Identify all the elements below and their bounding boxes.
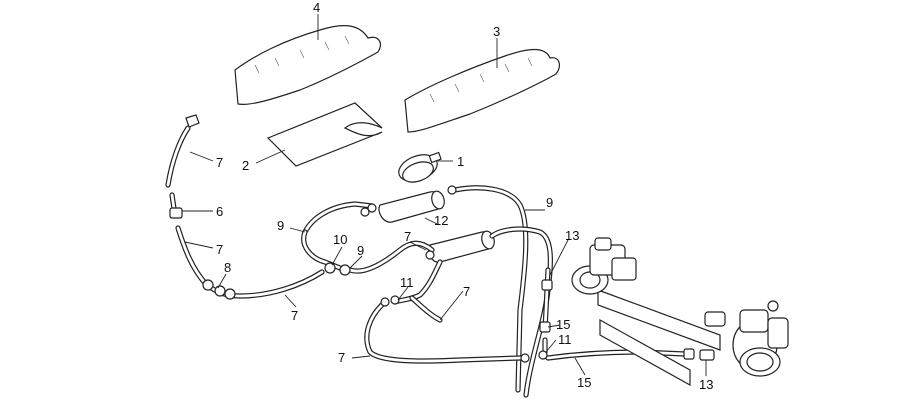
leader-lines (182, 14, 707, 376)
callout-15-upper: 15 (556, 317, 570, 332)
callout-13-top: 13 (565, 228, 579, 243)
callout-7-bottom: 7 (338, 350, 345, 365)
callout-6: 6 (216, 204, 223, 219)
callout-15-lower: 15 (577, 375, 591, 390)
heat-shield-upper (234, 24, 381, 105)
heat-shield-lower (404, 48, 560, 133)
callout-9-center: 9 (357, 243, 364, 258)
shield-gasket (266, 102, 383, 167)
clamp-icon (398, 151, 442, 183)
callout-7-mid-left: 7 (216, 242, 223, 257)
callout-7-bottom-left: 7 (291, 308, 298, 323)
callout-2: 2 (242, 158, 249, 173)
callout-10: 10 (333, 232, 347, 247)
left-hose-chain (165, 114, 325, 300)
callout-numbers: 4 3 1 2 7 6 7 8 7 9 10 9 7 12 7 11 7 9 1… (216, 0, 713, 392)
callout-7-right-center: 7 (463, 284, 470, 299)
callout-9-right: 9 (546, 195, 553, 210)
callout-11-right: 11 (558, 332, 572, 347)
callout-4: 4 (313, 0, 320, 15)
callout-13-bottom: 13 (699, 377, 713, 392)
center-hoses (301, 185, 553, 398)
right-hoses (520, 267, 715, 363)
callout-8: 8 (224, 260, 231, 275)
callout-11-center: 11 (400, 275, 414, 290)
callout-12: 12 (434, 213, 448, 228)
callout-7-center: 7 (404, 229, 411, 244)
throttle-body-icon (571, 237, 789, 387)
callout-7-top-left: 7 (216, 155, 223, 170)
callout-1: 1 (457, 154, 464, 169)
callout-3: 3 (493, 24, 500, 39)
fuel-filter-icon (378, 190, 495, 263)
callout-9-left: 9 (277, 218, 284, 233)
